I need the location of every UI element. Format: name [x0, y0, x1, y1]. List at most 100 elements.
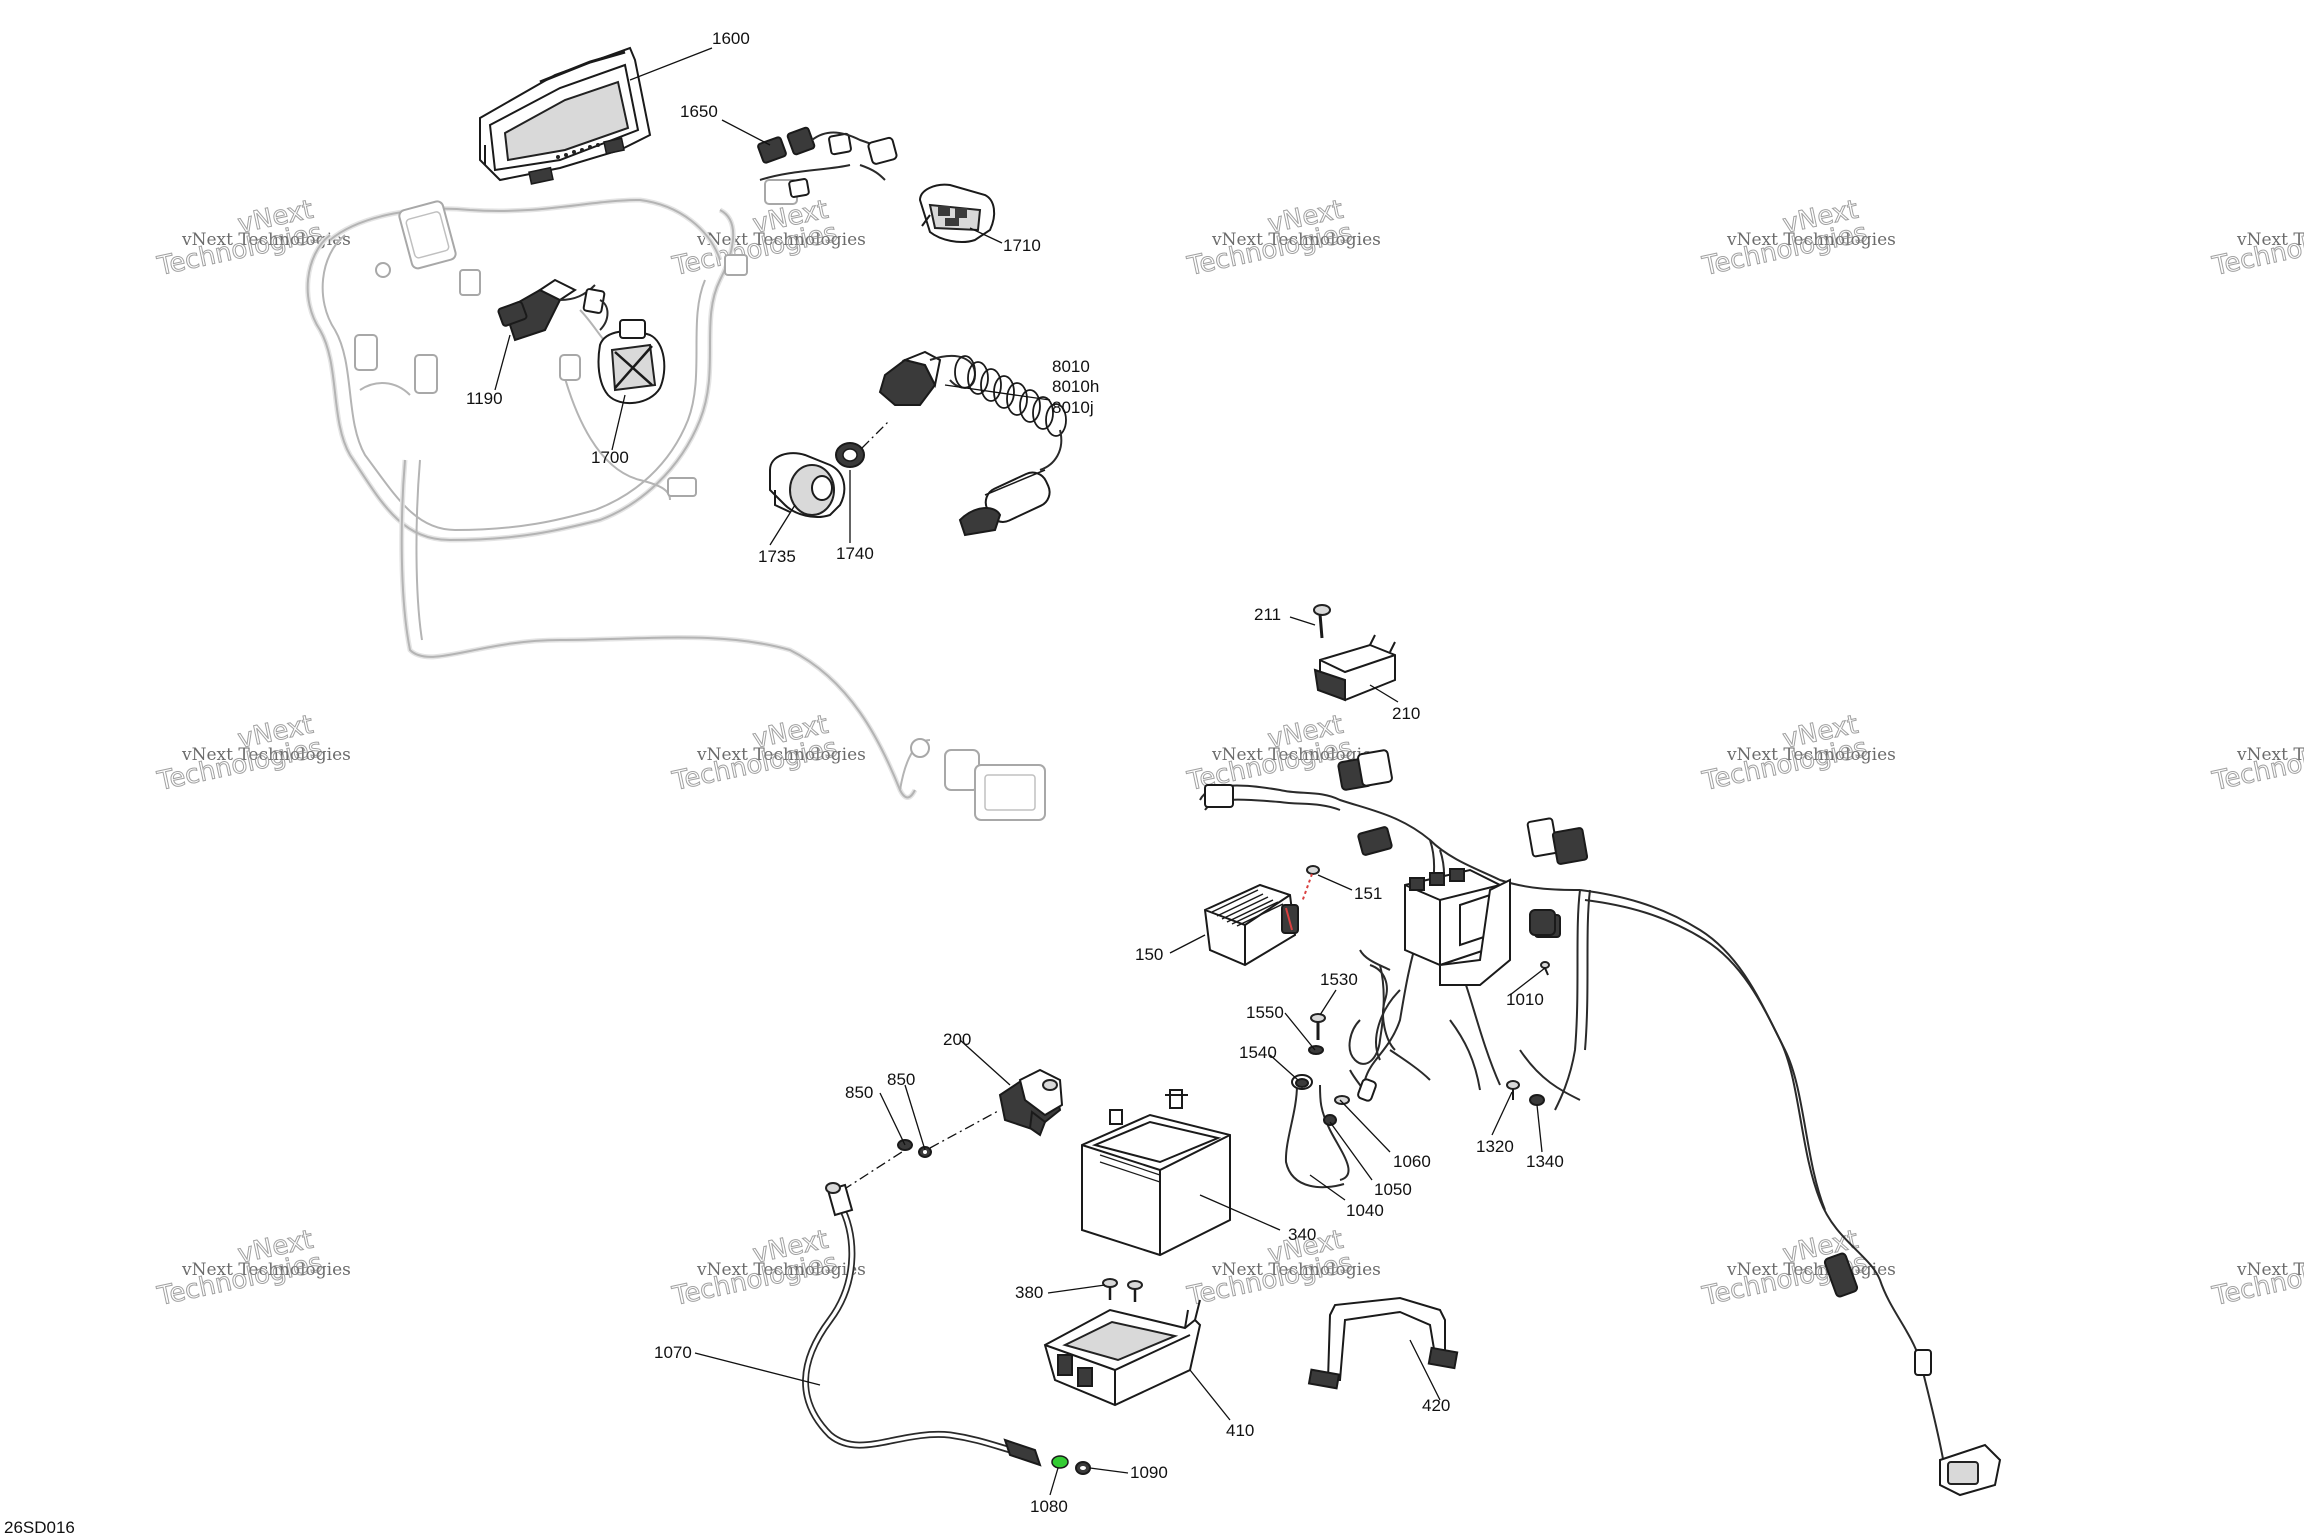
callout-410: 410: [1226, 1421, 1254, 1440]
watermark-text: vNext Technologies: [2236, 745, 2304, 765]
callout-1650: 1650: [680, 102, 718, 121]
watermark-text: vNext Technologies: [2236, 230, 2304, 250]
callout-8010h: 8010h: [1052, 377, 1099, 396]
callout-1060: 1060: [1393, 1152, 1431, 1171]
watermark-text: vNext Technologies: [696, 1260, 866, 1280]
nut-1340[interactable]: [1529, 1094, 1545, 1106]
watermark-text: vNext Technologies: [696, 230, 866, 250]
watermark: vNext Technologies Technologies vNext: [1699, 709, 1896, 797]
callout-labels: 1600 1650 1710 1190 1700 8010 8010h 8010…: [466, 29, 1564, 1516]
starter-cable-set: [1348, 964, 1431, 1102]
watermark: vNext Technologies Technologies vNext: [1699, 1224, 1896, 1312]
watermark-text: Technologies: [2209, 733, 2304, 797]
battery-tray-410[interactable]: [1043, 1299, 1202, 1407]
watermark: vNext Technologies Technologies vNext: [1184, 1224, 1381, 1312]
assembly-line: [861, 419, 891, 449]
watermark-text: Technologies: [2209, 218, 2304, 282]
screw-380b[interactable]: [1127, 1280, 1143, 1302]
callout-1540: 1540: [1239, 1043, 1277, 1062]
watermark-text: vNext Technologies: [2236, 1260, 2304, 1280]
callout-1600: 1600: [712, 29, 750, 48]
callout-340: 340: [1288, 1225, 1316, 1244]
callout-1050: 1050: [1374, 1180, 1412, 1199]
battery-340[interactable]: [1081, 1089, 1231, 1257]
callout-1320: 1320: [1476, 1137, 1514, 1156]
connector-1650[interactable]: [757, 126, 898, 198]
callout-380: 380: [1015, 1283, 1043, 1302]
callout-210: 210: [1392, 704, 1420, 723]
callout-1530: 1530: [1320, 970, 1358, 989]
washer-1080[interactable]: [1051, 1455, 1069, 1469]
callout-8010j: 8010j: [1052, 398, 1094, 417]
nut-1740[interactable]: [835, 442, 865, 468]
front-wiring-harness: [305, 179, 1046, 821]
switch-1700[interactable]: [597, 319, 666, 405]
screw-1010[interactable]: [1540, 961, 1550, 976]
callout-1070: 1070: [654, 1343, 692, 1362]
callout-420: 420: [1422, 1396, 1450, 1415]
watermark-text: vNext Technologies: [181, 1260, 351, 1280]
screw-211[interactable]: [1313, 604, 1331, 639]
callout-1700: 1700: [591, 448, 629, 467]
callout-1710: 1710: [1003, 236, 1041, 255]
assembly-line: [929, 1109, 1001, 1149]
watermark-text: vNext Technologies: [1726, 745, 1896, 765]
solenoid-200[interactable]: [998, 1068, 1064, 1137]
bolt-1320[interactable]: [1506, 1080, 1520, 1100]
rear-wiring-harness: [1199, 749, 2002, 1497]
drawing-code: 26SD016: [4, 1518, 75, 1536]
callout-8010: 8010: [1052, 357, 1090, 376]
watermark-text: vNext Technologies: [181, 745, 351, 765]
gauge-cluster-1600[interactable]: [479, 46, 652, 185]
screw-380a[interactable]: [1102, 1278, 1118, 1300]
callout-151: 151: [1354, 884, 1382, 903]
washer-1550[interactable]: [1308, 1045, 1324, 1055]
callout-850a: 850: [845, 1083, 873, 1102]
battery-cable-1070[interactable]: [802, 1182, 1042, 1467]
watermark: vNext Technologies Technologies vNext: [1184, 194, 1381, 282]
watermark: vNext Technologies Technologies vNext: [154, 1224, 351, 1312]
callout-1735: 1735: [758, 547, 796, 566]
sensor-1190[interactable]: [497, 278, 609, 342]
watermark: vNext Technologies Technologies vNext: [154, 709, 351, 797]
callout-211: 211: [1254, 605, 1281, 624]
assembly-line: [842, 1149, 906, 1191]
nut-1540[interactable]: [1295, 1078, 1309, 1088]
watermark: vNext Technologies Technologies: [2209, 1247, 2304, 1312]
switch-1710[interactable]: [918, 183, 996, 243]
ground-cable-1040[interactable]: [1284, 1074, 1350, 1189]
watermark: vNext Technologies Technologies: [2209, 217, 2304, 282]
watermark: vNext Technologies Technologies vNext: [669, 709, 866, 797]
screw-1060[interactable]: [1334, 1095, 1350, 1105]
key-tether-8010[interactable]: [878, 350, 1067, 537]
watermark: vNext Technologies Technologies vNext: [154, 194, 351, 282]
nut-1050[interactable]: [1323, 1114, 1337, 1126]
bolt-1530[interactable]: [1310, 1013, 1326, 1040]
watermark-text: vNext Technologies: [1211, 745, 1381, 765]
callout-1740: 1740: [836, 544, 874, 563]
voltage-regulator-150[interactable]: [1203, 883, 1299, 967]
callout-850b: 850: [887, 1070, 915, 1089]
watermark: vNext Technologies Technologies vNext: [669, 1224, 866, 1312]
watermark: vNext Technologies Technologies: [2209, 732, 2304, 797]
watermark-text: vNext Technologies: [1726, 230, 1896, 250]
watermark-text: vNext Technologies: [1211, 1260, 1381, 1280]
nut-1090[interactable]: [1075, 1461, 1091, 1475]
callout-1010: 1010: [1506, 990, 1544, 1009]
module-210[interactable]: [1313, 634, 1396, 702]
callout-150: 150: [1135, 945, 1163, 964]
bolt-151[interactable]: [1301, 865, 1320, 903]
leader-lines: [494, 47, 1546, 1496]
watermark-text: vNext Technologies: [1211, 230, 1381, 250]
callout-1340: 1340: [1526, 1152, 1564, 1171]
watermark-text: vNext Technologies: [696, 745, 866, 765]
watermark: vNext Technologies Technologies vNext: [1699, 194, 1896, 282]
ignition-base-1735[interactable]: [769, 452, 846, 518]
callout-1040: 1040: [1346, 1201, 1384, 1220]
nut-850b[interactable]: [918, 1146, 932, 1158]
watermark-text: Technologies: [2209, 1248, 2304, 1312]
callout-1550: 1550: [1246, 1003, 1284, 1022]
battery-strap-420[interactable]: [1307, 1296, 1459, 1390]
watermark-text: vNext Technologies: [181, 230, 351, 250]
